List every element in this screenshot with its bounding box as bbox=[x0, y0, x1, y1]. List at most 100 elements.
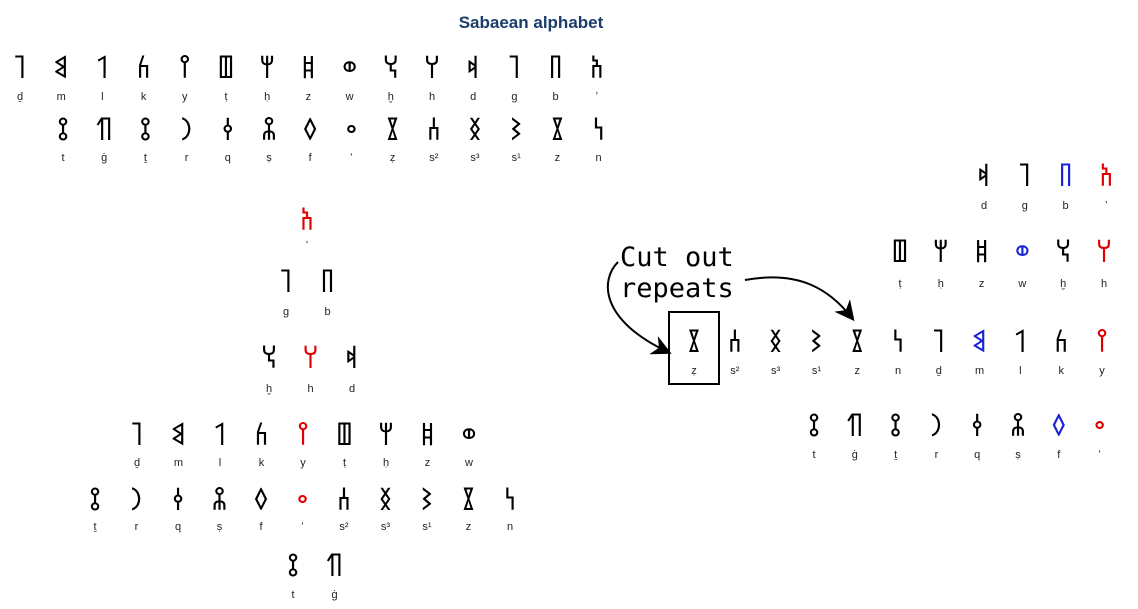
sabaean-glyph: 𐩯 bbox=[378, 487, 392, 517]
letter-cell: 𐩷ṭ bbox=[336, 422, 354, 469]
page-title: Sabaean alphabet bbox=[458, 13, 604, 32]
sabaean-glyph: 𐩯 bbox=[468, 117, 482, 147]
transliteration-label: z bbox=[979, 278, 985, 290]
transliteration-label: ṯ bbox=[93, 521, 97, 533]
letter-cell: 𐩴g bbox=[508, 55, 521, 103]
transliteration-label: ḏ bbox=[936, 365, 942, 377]
transliteration-label: n bbox=[507, 521, 513, 533]
transliteration-label: ḥ bbox=[264, 91, 270, 103]
sabaean-glyph: 𐩯 bbox=[769, 329, 783, 359]
transliteration-label: ʼ bbox=[1105, 200, 1107, 212]
letter-cell: 𐩻t bbox=[286, 553, 300, 601]
letter-cell: 𐩲ʻ bbox=[1093, 413, 1106, 461]
sabaean-glyph: 𐩱 bbox=[589, 55, 604, 85]
transliteration-label: s¹ bbox=[812, 365, 822, 377]
sabaean-glyph: 𐩻 bbox=[88, 487, 102, 517]
sabaean-glyph: 𐩪 bbox=[337, 487, 352, 517]
transliteration-label: ẓ bbox=[691, 365, 697, 377]
transliteration-label: y bbox=[1099, 365, 1105, 377]
letter-cell: 𐩸ẓ bbox=[386, 117, 400, 164]
transliteration-label: m bbox=[174, 457, 183, 469]
letter-cell: 𐩪s² bbox=[337, 487, 352, 533]
transliteration-label: f bbox=[309, 152, 313, 164]
transliteration-label: ḫ bbox=[388, 91, 394, 103]
sabaean-glyph: 𐩪 bbox=[426, 117, 441, 147]
transliteration-label: k bbox=[141, 91, 147, 103]
annotation-line-1: Cut out bbox=[620, 242, 734, 273]
letter-cell: 𐩡l bbox=[96, 55, 108, 103]
letter-cell: 𐩤q bbox=[970, 413, 984, 461]
transliteration-label: ḫ bbox=[1060, 278, 1066, 290]
sabaean-glyph: 𐩣 bbox=[972, 329, 987, 359]
transliteration-label: ġ bbox=[331, 589, 337, 601]
transliteration-label: s¹ bbox=[512, 152, 522, 164]
sabaean-glyph: 𐩥 bbox=[341, 55, 357, 85]
sabaean-glyph: 𐩵 bbox=[978, 163, 990, 193]
transliteration-label: k bbox=[259, 457, 265, 469]
transliteration-label: s² bbox=[730, 365, 740, 377]
sabaean-glyph: 𐩸 bbox=[386, 117, 400, 147]
letter-cell: 𐩺y bbox=[1095, 329, 1109, 377]
transliteration-label: h bbox=[307, 383, 313, 395]
letter-cell: 𐩠h bbox=[1095, 239, 1113, 290]
letter-cell: 𐩬n bbox=[892, 329, 905, 377]
letter-cell: 𐩤q bbox=[171, 487, 185, 533]
transliteration-label: d bbox=[981, 200, 987, 212]
transliteration-label: y bbox=[300, 457, 306, 469]
letter-cell: 𐩲ʻ bbox=[296, 487, 309, 533]
transliteration-label: r bbox=[185, 152, 189, 164]
sabaean-glyph: 𐩹 bbox=[974, 239, 989, 269]
transliteration-label: z bbox=[306, 91, 312, 103]
sabaean-glyph: 𐩨 bbox=[1058, 163, 1073, 193]
letter-cell: 𐩥w bbox=[461, 422, 477, 469]
transliteration-label: q bbox=[974, 449, 980, 461]
transliteration-label: r bbox=[935, 449, 939, 461]
sabaean-glyph: 𐩸 bbox=[462, 487, 476, 517]
letter-cell: 𐩹z bbox=[420, 422, 435, 469]
letter-cell: 𐩣m bbox=[972, 329, 987, 377]
letter-cell: 𐩯s³ bbox=[468, 117, 482, 164]
transliteration-label: w bbox=[464, 457, 473, 469]
letter-cell: 𐩻ṯ bbox=[88, 487, 102, 533]
transliteration-label: ʻ bbox=[301, 521, 303, 533]
sabaean-glyph: 𐩢 bbox=[932, 239, 950, 269]
transliteration-label: ʼ bbox=[306, 240, 308, 252]
letter-cell: 𐩦s¹ bbox=[510, 117, 522, 164]
transliteration-label: b bbox=[553, 91, 559, 103]
transliteration-label: s³ bbox=[381, 521, 391, 533]
sabaean-glyph: 𐩤 bbox=[970, 413, 984, 443]
transliteration-label: f bbox=[1057, 449, 1061, 461]
cut-out-repeats-annotation: Cut out repeats bbox=[606, 242, 855, 355]
sabaean-glyph: 𐩦 bbox=[810, 329, 822, 359]
letter-cell: 𐩢ḥ bbox=[258, 55, 276, 103]
sabaean-glyph: 𐩴 bbox=[14, 55, 27, 85]
transliteration-label: f bbox=[259, 521, 263, 533]
sabaean-glyph: 𐩺 bbox=[1095, 329, 1109, 359]
sabaean-glyph: 𐩢 bbox=[258, 55, 276, 85]
transliteration-label: ṭ bbox=[343, 457, 346, 469]
transliteration-label: l bbox=[1019, 365, 1021, 377]
letter-cell: 𐩱ʼ bbox=[1099, 163, 1114, 212]
transliteration-label: s² bbox=[429, 152, 439, 164]
sabaean-glyph: 𐩰 bbox=[253, 487, 269, 517]
sabaean-glyph: 𐩰 bbox=[1051, 413, 1067, 443]
transliteration-label: z bbox=[466, 521, 472, 533]
transliteration-label: h bbox=[429, 91, 435, 103]
transliteration-label: s³ bbox=[771, 365, 781, 377]
transliteration-label: w bbox=[345, 91, 354, 103]
sabaean-glyph: 𐩻 bbox=[56, 117, 70, 147]
sabaean-glyph: 𐩻 bbox=[138, 117, 152, 147]
sabaean-glyph: 𐩮 bbox=[260, 117, 278, 147]
sabaean-glyph: 𐩵 bbox=[467, 55, 479, 85]
letter-cell: 𐩪 s² bbox=[426, 117, 441, 164]
letter-cell: 𐩸z bbox=[550, 117, 564, 164]
transliteration-label: ḏ bbox=[17, 91, 23, 103]
transliteration-label: m bbox=[975, 365, 984, 377]
sabaean-glyph: 𐩹 bbox=[301, 55, 316, 85]
transliteration-label: b bbox=[324, 306, 330, 318]
sabaean-glyph: 𐩠 bbox=[423, 55, 441, 85]
sabaean-glyph: 𐩵 bbox=[346, 345, 358, 375]
transliteration-label: ʻ bbox=[350, 152, 352, 164]
sabaean-glyph: 𐩣 bbox=[54, 55, 69, 85]
transliteration-label: z bbox=[425, 457, 431, 469]
